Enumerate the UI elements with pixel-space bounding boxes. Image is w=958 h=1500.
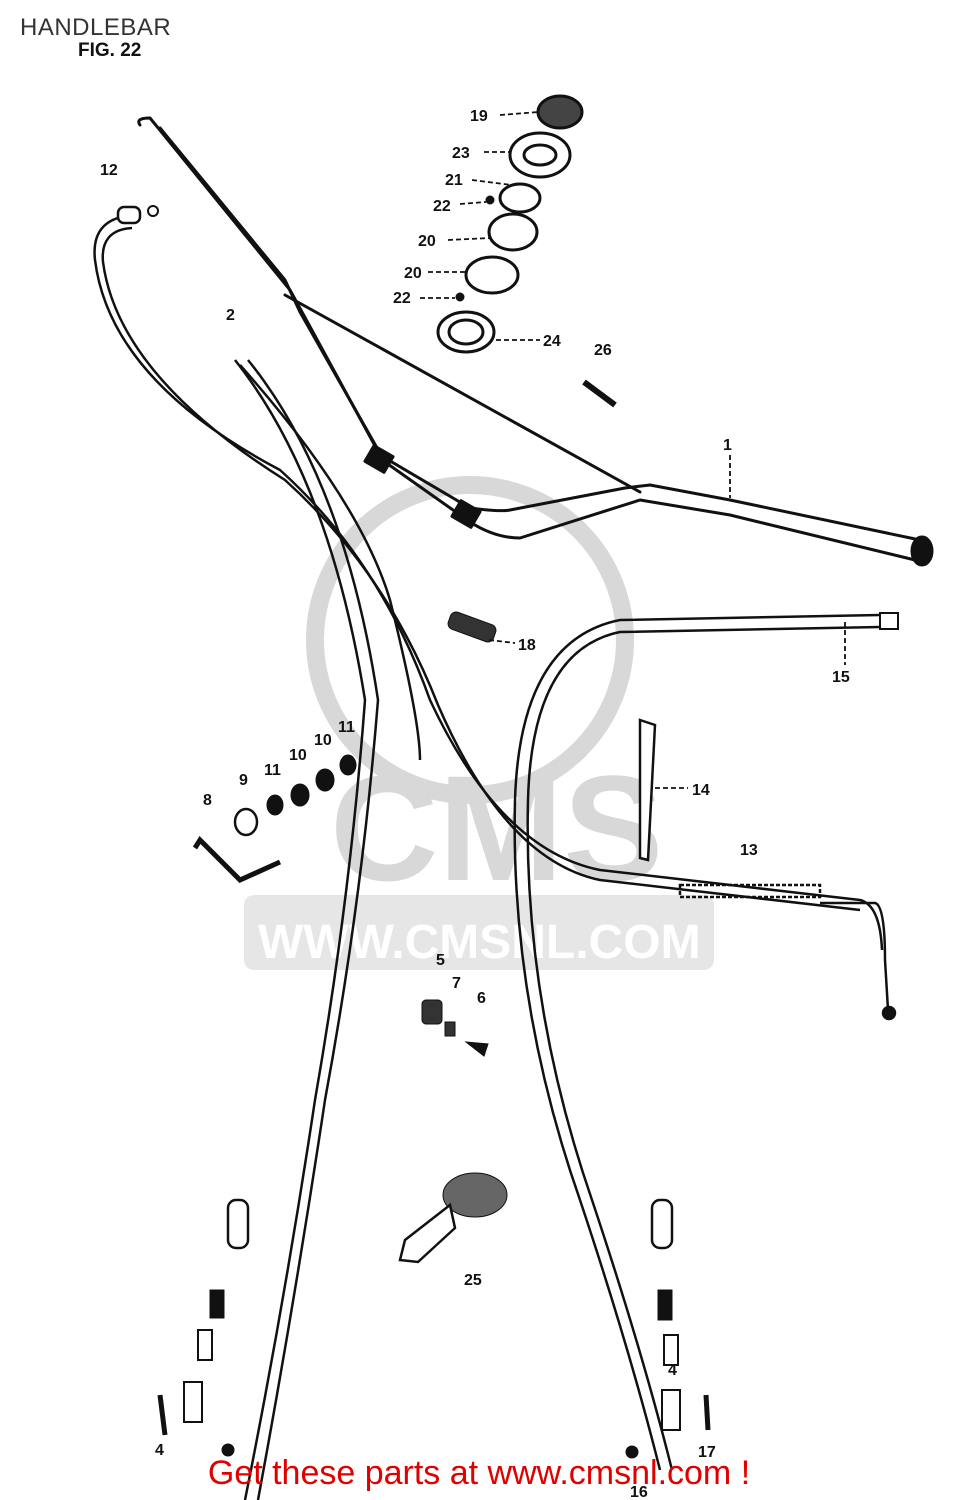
- clutch-cable-outer: [101, 226, 861, 912]
- part-9: [233, 807, 259, 837]
- callout-18: 18: [518, 637, 536, 654]
- part-5: [421, 999, 443, 1025]
- callout-15: 15: [832, 669, 850, 686]
- callout-5: 5: [436, 952, 445, 969]
- watermark-ring: [306, 476, 634, 804]
- callout-12: 12: [100, 162, 118, 179]
- throttle-cable-a: [234, 359, 367, 1500]
- callout-21: 21: [445, 172, 463, 189]
- callout-16: 16: [630, 1484, 648, 1500]
- parts-link-banner[interactable]: Get these parts at www.cmsnl.com !: [207, 1454, 751, 1492]
- handlebar-part: [137, 116, 934, 567]
- callout-10a: 10: [289, 747, 307, 764]
- cables: [93, 213, 897, 1500]
- part-23: [508, 131, 572, 179]
- callout-11a: 11: [264, 762, 281, 779]
- part-7: [444, 1021, 456, 1037]
- callout-25: 25: [464, 1272, 482, 1289]
- part-10b: [315, 768, 335, 792]
- throttle-cable-a-outer: [247, 359, 380, 1500]
- callout-4a: 4: [155, 1442, 164, 1459]
- callout-13: 13: [740, 842, 758, 859]
- callout-20a: 20: [418, 233, 436, 250]
- callout-11b: 11: [338, 719, 355, 736]
- callout-10b: 10: [314, 732, 332, 749]
- part-24: [436, 310, 496, 354]
- part-19: [536, 94, 584, 130]
- page-title: HANDLEBAR: [20, 14, 172, 41]
- callout-4b: 4: [668, 1362, 677, 1379]
- part-6: [464, 1041, 489, 1057]
- watermark-url: WWW.CMSNL.COM: [258, 916, 701, 969]
- part-25: [398, 1172, 508, 1264]
- part-14: [638, 718, 657, 862]
- callout-2: 2: [226, 307, 235, 324]
- part-20b: [464, 255, 520, 295]
- watermark-url-plate: [244, 895, 714, 970]
- figure-label: FIG. 22: [78, 40, 142, 61]
- brake-cable: [513, 613, 881, 1471]
- throttle-cable-b: [239, 364, 422, 761]
- callout-1: 1: [723, 437, 732, 454]
- callout-6: 6: [477, 990, 486, 1007]
- callout-8: 8: [203, 792, 212, 809]
- part-11a: [266, 794, 284, 816]
- part-20a: [487, 212, 539, 252]
- part-18: [447, 611, 497, 643]
- part-11b: [339, 754, 357, 776]
- cable-fittings: [116, 205, 899, 1459]
- part-26: [582, 379, 617, 408]
- watermark-logo: CMS: [330, 744, 663, 912]
- callout-17: 17: [698, 1444, 716, 1461]
- callout-26: 26: [594, 342, 612, 359]
- callout-22b: 22: [393, 290, 411, 307]
- part-8: [192, 836, 282, 883]
- steering-parts: [436, 94, 617, 408]
- callout-22a: 22: [433, 198, 451, 215]
- leader-lines: [420, 111, 846, 789]
- cms-watermark: CMS WWW.CMSNL.COM: [244, 476, 714, 970]
- callout-numbers: 1 2 4 4 5 6 7 8 9 10 10 11 11 12 13 14 1…: [100, 108, 850, 1500]
- callout-20b: 20: [404, 265, 422, 282]
- cable-spring: [678, 883, 822, 899]
- callout-7: 7: [452, 975, 461, 992]
- callout-19: 19: [470, 108, 488, 125]
- part-21: [498, 182, 542, 214]
- callout-24: 24: [543, 333, 561, 350]
- callout-23: 23: [452, 145, 470, 162]
- brake-cable-outer: [526, 625, 881, 1471]
- part-10a: [290, 783, 310, 807]
- callout-9: 9: [239, 772, 248, 789]
- small-parts: [192, 611, 657, 1264]
- callout-14: 14: [692, 782, 710, 799]
